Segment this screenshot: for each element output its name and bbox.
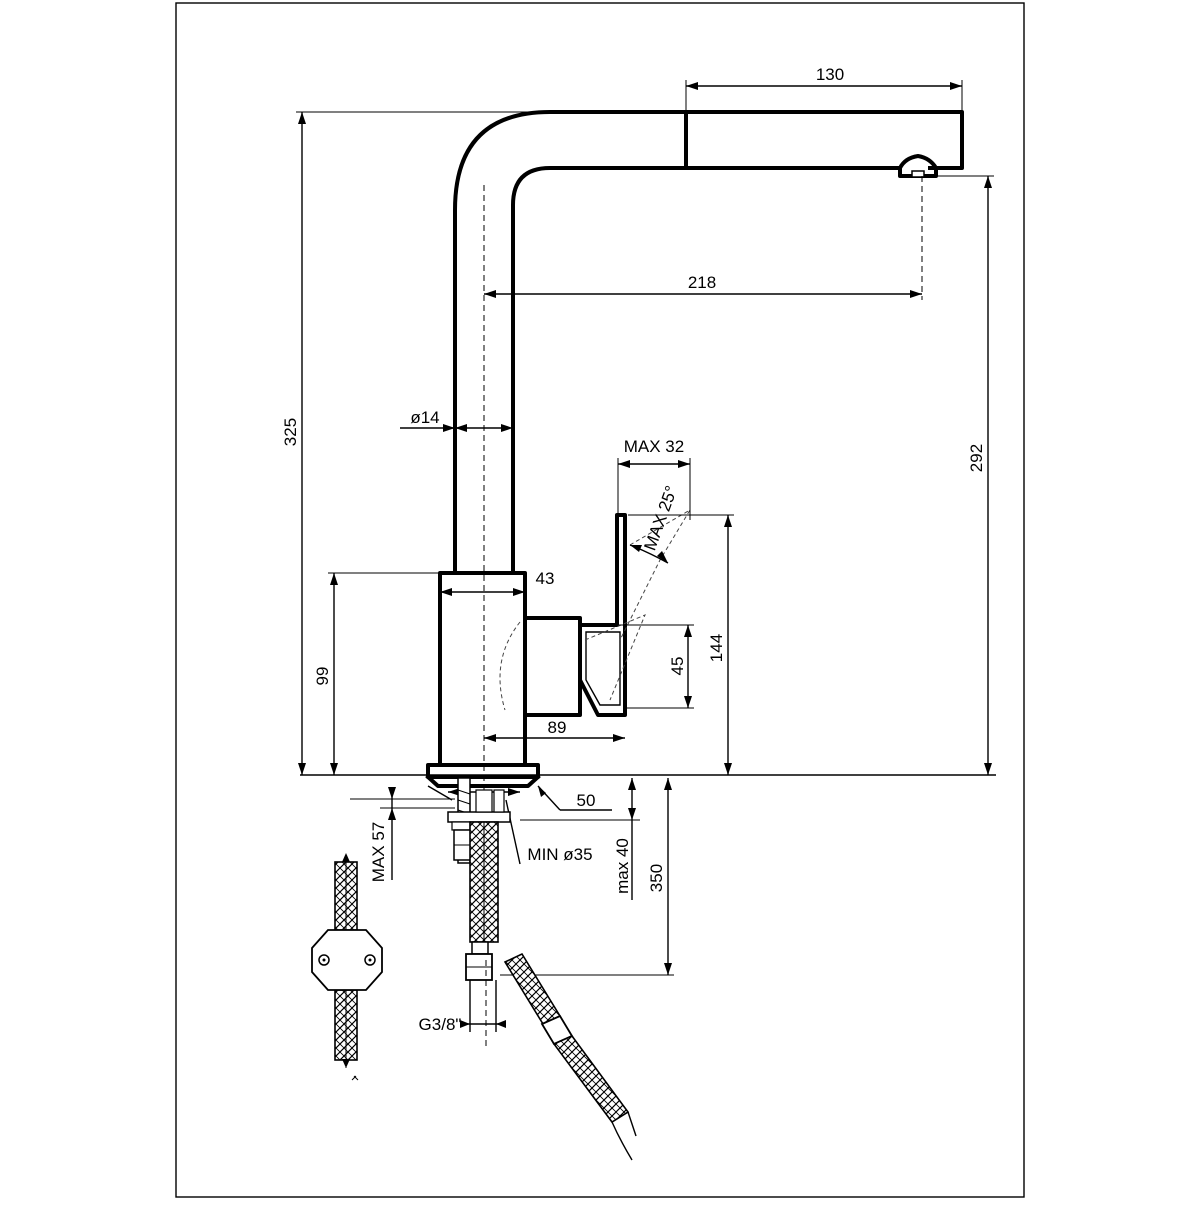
dim-lever-max-depth <box>617 458 691 520</box>
hose-clip-detail <box>311 853 383 1068</box>
label-lever-reach: 89 <box>548 718 567 737</box>
lever-rotation-ghost <box>499 509 691 711</box>
label-thread: G3/8" <box>419 1015 462 1034</box>
label-body-width: 43 <box>536 569 555 588</box>
dim-lever-max-angle <box>629 544 669 564</box>
sheet-border <box>175 2 1025 1198</box>
print-marks <box>351 1075 359 1081</box>
label-body-height: 99 <box>313 667 332 686</box>
dim-body-height <box>328 572 440 775</box>
dim-outlet-height <box>936 175 994 775</box>
faucet-outline <box>425 110 964 788</box>
label-outlet-reach: 218 <box>688 273 716 292</box>
dim-thread <box>460 980 506 1030</box>
label-outlet-height: 292 <box>967 444 986 472</box>
label-overall-height: 325 <box>281 418 300 446</box>
dim-overall-height <box>296 111 548 775</box>
dim-body-width <box>440 588 525 596</box>
dim-tube-diameter <box>400 424 513 432</box>
label-base-diameter: 50 <box>577 791 596 810</box>
label-max-deck-thickness: MAX 57 <box>369 822 388 882</box>
dim-spout-length <box>685 80 963 112</box>
label-tube-diameter: ø14 <box>410 408 439 427</box>
dim-base-diameter <box>427 785 612 811</box>
dim-max-deck-thickness <box>350 787 455 880</box>
label-hose-length: 350 <box>647 864 666 892</box>
label-lever-max-depth: MAX 32 <box>624 437 684 456</box>
dim-lever-height <box>617 624 694 709</box>
dim-lever-reach <box>484 734 625 742</box>
label-lever-total-height: 144 <box>707 634 726 662</box>
dim-lever-total-height <box>628 514 734 775</box>
label-spout-length: 130 <box>816 65 844 84</box>
dim-outlet-reach <box>484 290 922 298</box>
supply-hoses <box>465 821 637 1161</box>
label-min-hole-diameter: MIN ø35 <box>527 845 592 864</box>
dim-max-clearance <box>520 778 640 900</box>
label-lever-height: 45 <box>668 657 687 676</box>
label-max-clearance: max 40 <box>613 838 632 894</box>
